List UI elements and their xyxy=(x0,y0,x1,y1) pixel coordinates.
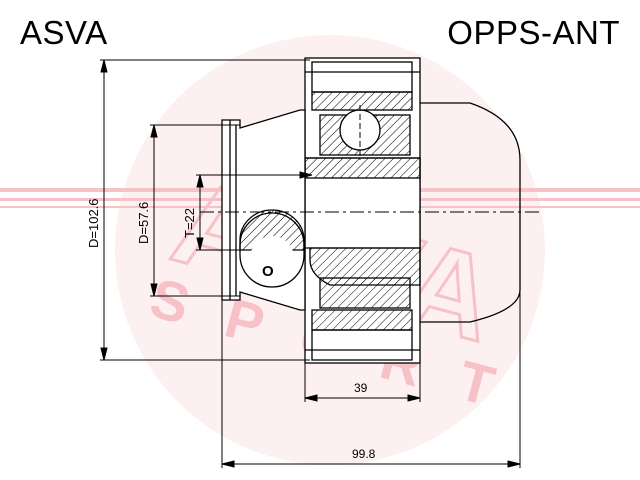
dim-teeth: T=22 xyxy=(182,208,197,238)
bottom-ring xyxy=(311,309,413,331)
part-number: OPPS-ANT xyxy=(447,14,620,51)
inner-race-spline xyxy=(309,247,421,286)
dim-outer-diameter: D=102.6 xyxy=(86,198,101,248)
joint-body xyxy=(200,57,540,364)
dim-inner-diameter: D=57.6 xyxy=(136,202,151,244)
top-ring xyxy=(311,91,413,111)
brand-title: ASVA xyxy=(20,14,108,51)
dim-width-39: 39 xyxy=(354,381,368,395)
seal-label: O xyxy=(262,263,274,280)
dimension-lines xyxy=(100,59,521,468)
bell-dome xyxy=(420,102,521,323)
dim-length-total: 99.8 xyxy=(352,447,376,461)
